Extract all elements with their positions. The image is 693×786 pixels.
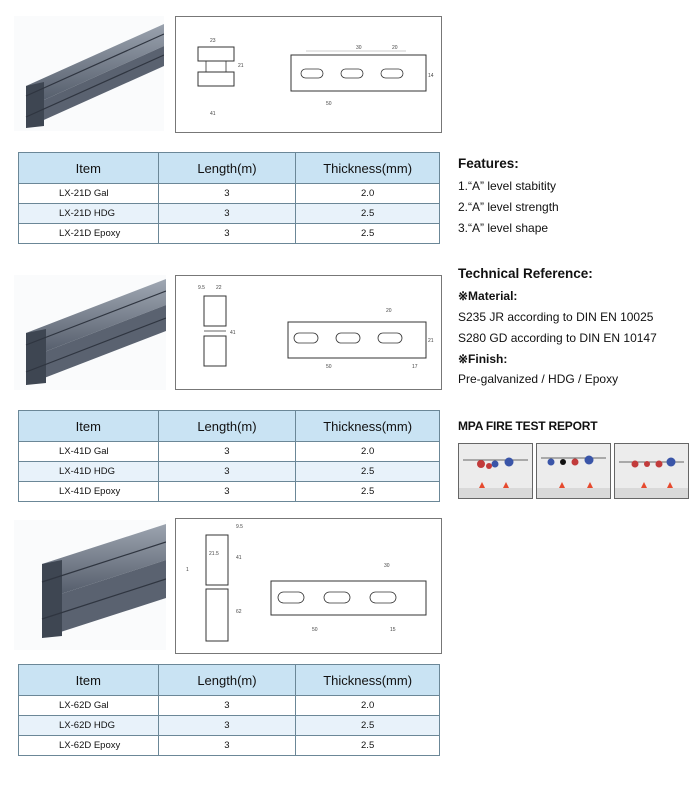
cell-thickness: 2.5 bbox=[295, 735, 440, 756]
spec-table-21d: Item Length(m) Thickness(mm) LX-21D Gal … bbox=[18, 152, 440, 244]
table-row: LX-41D HDG 3 2.5 bbox=[18, 461, 440, 482]
cell-thickness: 2.0 bbox=[295, 183, 440, 204]
dim-41d-e: 17 bbox=[412, 364, 418, 370]
cell-thickness: 2.0 bbox=[295, 441, 440, 462]
dim-62d-c: 30 bbox=[384, 563, 390, 569]
cell-thickness: 2.5 bbox=[295, 223, 440, 244]
cell-length: 3 bbox=[157, 461, 297, 482]
channel-21d-render bbox=[14, 16, 164, 131]
dim-21d-c: 20 bbox=[392, 45, 398, 51]
features-heading: Features: bbox=[458, 156, 519, 171]
col-header-item: Item bbox=[18, 152, 159, 184]
dim-62d-a: 9.5 bbox=[236, 524, 243, 530]
col-header-thickness: Thickness(mm) bbox=[295, 664, 440, 696]
col-header-thickness: Thickness(mm) bbox=[295, 152, 440, 184]
drawing-21d: 23 21 41 30 20 50 14 bbox=[175, 16, 442, 133]
table-row: LX-21D Epoxy 3 2.5 bbox=[18, 223, 440, 244]
cell-item: LX-62D Epoxy bbox=[18, 735, 159, 756]
cell-item: LX-41D Epoxy bbox=[18, 481, 159, 502]
dim-62d-e: 15 bbox=[390, 627, 396, 633]
fire-test-photo-3 bbox=[614, 443, 689, 499]
drawing-62d: 9.5 21.5 1 41 62 30 50 15 bbox=[175, 518, 442, 654]
cell-length: 3 bbox=[157, 735, 297, 756]
feature-item: 2.“A” level strength bbox=[458, 200, 559, 214]
mpa-fire-test-heading: MPA FIRE TEST REPORT bbox=[458, 419, 598, 433]
dim-62d-g: 62 bbox=[236, 609, 242, 615]
fire-test-photo-2 bbox=[536, 443, 611, 499]
dim-41d-a: 9.5 bbox=[198, 285, 205, 291]
dim-21d-b: 30 bbox=[356, 45, 362, 51]
cell-item: LX-62D HDG bbox=[18, 715, 159, 736]
table-row: LX-41D Epoxy 3 2.5 bbox=[18, 481, 440, 502]
material-label: ※Material: bbox=[458, 289, 518, 303]
cell-item: LX-41D Gal bbox=[18, 441, 159, 462]
cell-item: LX-41D HDG bbox=[18, 461, 159, 482]
col-header-length: Length(m) bbox=[157, 410, 297, 442]
fire-test-photo-1 bbox=[458, 443, 533, 499]
cell-thickness: 2.5 bbox=[295, 481, 440, 502]
table-row: LX-62D HDG 3 2.5 bbox=[18, 715, 440, 736]
drawing-41d: 9.5 22 41 20 50 17 21 bbox=[175, 275, 442, 390]
table-row: LX-62D Epoxy 3 2.5 bbox=[18, 735, 440, 756]
dim-21d-g: 41 bbox=[210, 111, 216, 117]
table-row: LX-21D HDG 3 2.5 bbox=[18, 203, 440, 224]
dim-62d-f: 41 bbox=[236, 555, 242, 561]
dim-62d-d: 50 bbox=[312, 627, 318, 633]
dim-41d-f: 41 bbox=[230, 330, 236, 336]
technical-reference-heading: Technical Reference: bbox=[458, 266, 593, 281]
col-header-length: Length(m) bbox=[157, 152, 297, 184]
cell-item: LX-21D HDG bbox=[18, 203, 159, 224]
dim-21d-a: 23 bbox=[210, 38, 216, 44]
cell-thickness: 2.5 bbox=[295, 461, 440, 482]
cell-length: 3 bbox=[157, 183, 297, 204]
dim-41d-g: 21 bbox=[428, 338, 434, 344]
table-row: LX-21D Gal 3 2.0 bbox=[18, 183, 440, 204]
dim-41d-d: 50 bbox=[326, 364, 332, 370]
feature-item: 1.“A” level stabitity bbox=[458, 179, 557, 193]
table-row: LX-62D Gal 3 2.0 bbox=[18, 695, 440, 716]
cell-thickness: 2.0 bbox=[295, 695, 440, 716]
cell-thickness: 2.5 bbox=[295, 715, 440, 736]
cell-length: 3 bbox=[157, 441, 297, 462]
col-header-length: Length(m) bbox=[157, 664, 297, 696]
cell-length: 3 bbox=[157, 715, 297, 736]
cell-length: 3 bbox=[157, 203, 297, 224]
spec-table-62d: Item Length(m) Thickness(mm) LX-62D Gal … bbox=[18, 664, 440, 756]
material-line: S280 GD according to DIN EN 10147 bbox=[458, 331, 657, 345]
col-header-item: Item bbox=[18, 664, 159, 696]
spec-table-41d: Item Length(m) Thickness(mm) LX-41D Gal … bbox=[18, 410, 440, 502]
channel-41d-render bbox=[14, 275, 166, 390]
dim-41d-b: 22 bbox=[216, 285, 222, 291]
cell-length: 3 bbox=[157, 481, 297, 502]
finish-line: Pre-galvanized / HDG / Epoxy bbox=[458, 372, 619, 386]
cell-item: LX-21D Epoxy bbox=[18, 223, 159, 244]
channel-62d-render bbox=[14, 520, 166, 650]
feature-item: 3.“A” level shape bbox=[458, 221, 549, 235]
cell-item: LX-62D Gal bbox=[18, 695, 159, 716]
dim-62d-b: 21.5 bbox=[209, 551, 219, 557]
col-header-thickness: Thickness(mm) bbox=[295, 410, 440, 442]
cell-item: LX-21D Gal bbox=[18, 183, 159, 204]
dim-21d-d: 50 bbox=[326, 101, 332, 107]
dim-41d-c: 20 bbox=[386, 308, 392, 314]
dim-62d-h: 1 bbox=[186, 567, 189, 573]
finish-label: ※Finish: bbox=[458, 352, 508, 366]
dim-21d-f: 21 bbox=[238, 63, 244, 69]
cell-thickness: 2.5 bbox=[295, 203, 440, 224]
material-line: S235 JR according to DIN EN 10025 bbox=[458, 310, 654, 324]
cell-length: 3 bbox=[157, 695, 297, 716]
cell-length: 3 bbox=[157, 223, 297, 244]
col-header-item: Item bbox=[18, 410, 159, 442]
table-row: LX-41D Gal 3 2.0 bbox=[18, 441, 440, 462]
dim-21d-e: 14 bbox=[428, 73, 434, 79]
